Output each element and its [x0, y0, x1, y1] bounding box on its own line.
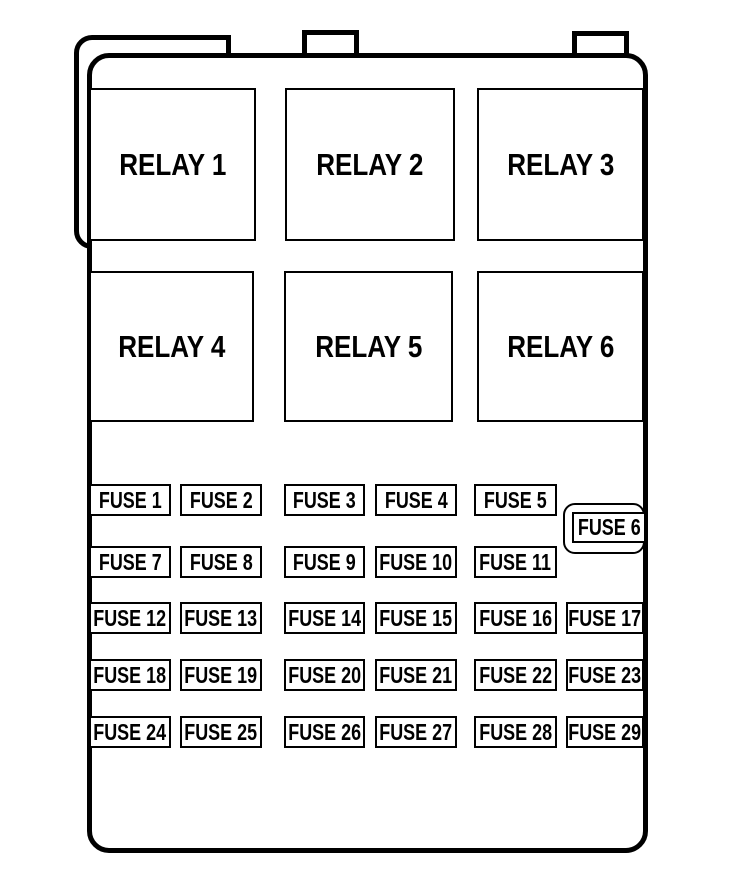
fuse-23-box: FUSE 23	[566, 659, 644, 691]
fuse-20-box: FUSE 20	[284, 659, 365, 691]
fuse-18-box: FUSE 18	[89, 659, 171, 691]
fuse-21-box: FUSE 21	[375, 659, 457, 691]
fuse-4-label: FUSE 4	[384, 486, 448, 513]
fuse-11-label: FUSE 11	[479, 548, 552, 575]
fuse-6-box: FUSE 6	[572, 512, 646, 543]
fuse-1-label: FUSE 1	[98, 486, 162, 513]
fuse-13-box: FUSE 13	[180, 602, 262, 634]
fuse-5-label: FUSE 5	[484, 486, 547, 513]
fuse-10-label: FUSE 10	[379, 548, 453, 575]
relay-2-label: RELAY 2	[316, 146, 424, 182]
fuse-19-box: FUSE 19	[180, 659, 262, 691]
fuse-9-box: FUSE 9	[284, 546, 365, 578]
fuse-24-box: FUSE 24	[89, 716, 171, 748]
fuse-6-label: FUSE 6	[577, 514, 641, 540]
relay-6-label: RELAY 6	[506, 328, 615, 364]
fuse-2-label: FUSE 2	[189, 486, 253, 513]
fuse-22-box: FUSE 22	[474, 659, 557, 691]
relay-3-box: RELAY 3	[477, 88, 644, 241]
fuse-10-box: FUSE 10	[375, 546, 457, 578]
fuse-17-label: FUSE 17	[568, 604, 642, 631]
fuse-3-label: FUSE 3	[293, 486, 356, 513]
fuse-7-box: FUSE 7	[89, 546, 171, 578]
fuse-26-label: FUSE 26	[288, 718, 361, 745]
relay-1-box: RELAY 1	[89, 88, 256, 241]
fuse-12-box: FUSE 12	[89, 602, 171, 634]
fuse-28-label: FUSE 28	[479, 718, 552, 745]
fuse-27-label: FUSE 27	[379, 718, 453, 745]
fuse-29-box: FUSE 29	[566, 716, 644, 748]
fuse-29-label: FUSE 29	[568, 718, 642, 745]
fuse-20-label: FUSE 20	[288, 661, 361, 688]
relay-3-label: RELAY 3	[506, 146, 615, 182]
fuse-11-box: FUSE 11	[474, 546, 557, 578]
fuse-27-box: FUSE 27	[375, 716, 457, 748]
fuse-25-box: FUSE 25	[180, 716, 262, 748]
fuse-19-label: FUSE 19	[184, 661, 258, 688]
relay-2-box: RELAY 2	[285, 88, 455, 241]
fuse-15-label: FUSE 15	[379, 604, 453, 631]
fuse-15-box: FUSE 15	[375, 602, 457, 634]
fuse-23-label: FUSE 23	[568, 661, 642, 688]
fuse-4-box: FUSE 4	[375, 484, 457, 516]
fuse-26-box: FUSE 26	[284, 716, 365, 748]
fuse-22-label: FUSE 22	[479, 661, 552, 688]
fuse-14-box: FUSE 14	[284, 602, 365, 634]
fuse-24-label: FUSE 24	[93, 718, 167, 745]
fuse-7-label: FUSE 7	[98, 548, 162, 575]
fuse-25-label: FUSE 25	[184, 718, 258, 745]
fuse-21-label: FUSE 21	[379, 661, 453, 688]
fuse-8-label: FUSE 8	[189, 548, 253, 575]
fuse-2-box: FUSE 2	[180, 484, 262, 516]
fuse-17-box: FUSE 17	[566, 602, 644, 634]
fuse-28-box: FUSE 28	[474, 716, 557, 748]
fuse-1-box: FUSE 1	[89, 484, 171, 516]
fuse-16-label: FUSE 16	[479, 604, 552, 631]
fuse-3-box: FUSE 3	[284, 484, 365, 516]
relay-5-label: RELAY 5	[314, 328, 423, 364]
relay-4-box: RELAY 4	[89, 271, 254, 422]
fuse-12-label: FUSE 12	[93, 604, 167, 631]
relay-4-label: RELAY 4	[117, 328, 226, 364]
fuse-5-box: FUSE 5	[474, 484, 557, 516]
relay-5-box: RELAY 5	[284, 271, 453, 422]
fuse-9-label: FUSE 9	[293, 548, 356, 575]
fuse-14-label: FUSE 14	[288, 604, 361, 631]
fuse-18-label: FUSE 18	[93, 661, 167, 688]
fuse-8-box: FUSE 8	[180, 546, 262, 578]
relay-6-box: RELAY 6	[477, 271, 644, 422]
fuse-16-box: FUSE 16	[474, 602, 557, 634]
fuse-13-label: FUSE 13	[184, 604, 258, 631]
relay-1-label: RELAY 1	[118, 146, 227, 182]
